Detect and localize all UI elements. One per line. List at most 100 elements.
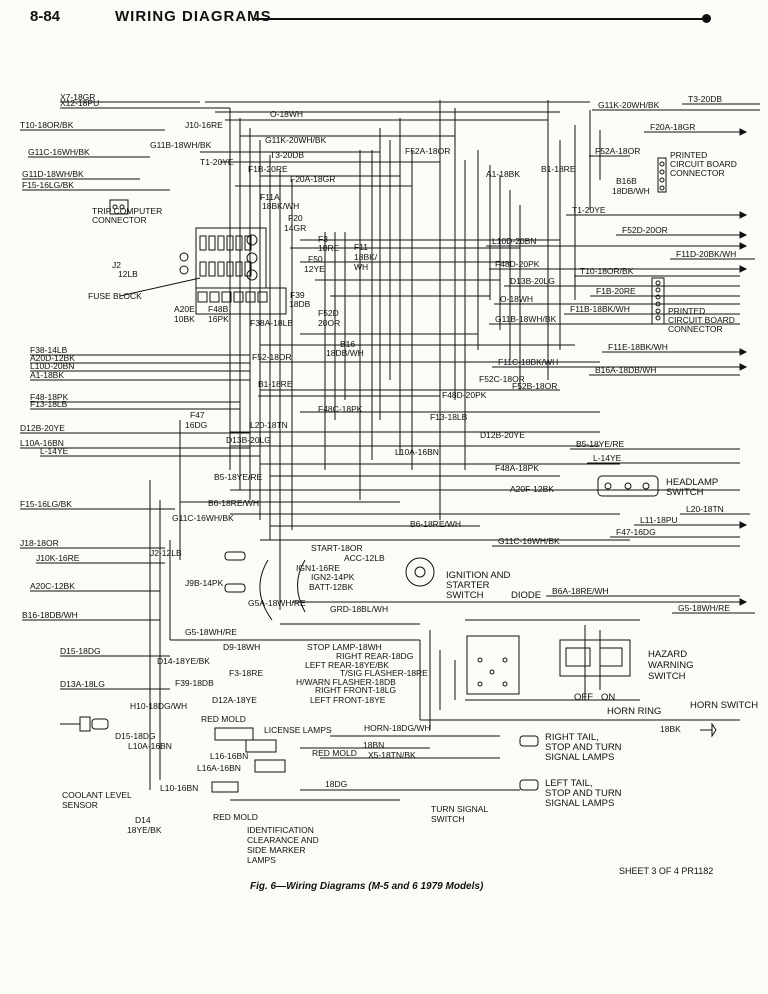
wire-label: L10D-20BN <box>30 361 74 371</box>
wire-label: LICENSE LAMPS <box>264 725 332 735</box>
horn-switch-symbol <box>700 722 717 738</box>
wire-label: RIGHT FRONT-18LG <box>315 685 396 695</box>
terminal <box>405 557 435 587</box>
wire-label: RIGHT REAR-18DG <box>336 651 413 661</box>
component-outline <box>597 475 659 497</box>
wire-label: F11C-18BK/WH <box>498 357 558 367</box>
wire-label: B16 <box>340 339 355 349</box>
wire-label: J2-12LB <box>150 548 182 558</box>
wire-label: F1B-20RE <box>248 164 288 174</box>
wire-label: H10-18DG/WH <box>130 701 187 711</box>
terminal <box>655 315 661 321</box>
wire-label: L16A-16BN <box>197 763 241 773</box>
terminal <box>179 252 189 262</box>
terminal <box>502 657 508 663</box>
wire-label: DIODE <box>511 590 541 601</box>
wire-label: T/SIG FLASHER-18RE <box>340 668 428 678</box>
wire-label: L10D-20BN <box>492 236 536 246</box>
wire-label: 18BK/ <box>354 252 378 262</box>
wire-label: D13A-18LG <box>60 679 105 689</box>
wire-label: WH <box>354 262 368 272</box>
wire-label: A20F-12BK <box>510 484 554 494</box>
wire-label: L-14YE <box>40 446 69 456</box>
wire-label: G11C-16WH/BK <box>172 513 234 523</box>
wire-label: A1-18BK <box>486 169 520 179</box>
terminal <box>246 269 258 281</box>
component-outline <box>208 235 216 251</box>
wire-label: 12LB <box>118 269 138 279</box>
wire-label: F50 <box>308 254 323 264</box>
component-outline <box>199 261 207 277</box>
component-outline <box>79 716 91 732</box>
wire-label: 12YE <box>304 264 325 274</box>
wire-label: F47 <box>190 410 205 420</box>
wire-label: L20-18TN <box>686 504 724 514</box>
wire-label: G11B-18WH/BK <box>150 140 212 150</box>
wire-label: T3-20DB <box>688 94 722 104</box>
wire-label: D12B-20YE <box>480 430 525 440</box>
terminal <box>489 669 495 675</box>
wire-label: A1-18BK <box>30 370 64 380</box>
wire-label: X7-18GR <box>60 92 95 102</box>
wire-label: F15-16LG/BK <box>20 499 72 509</box>
wire-label: F39 <box>290 290 305 300</box>
terminal <box>659 177 665 183</box>
wire-label: G11D-18WH/BK <box>22 169 84 179</box>
ignition-harness <box>259 559 273 621</box>
wire-label: J10-16RE <box>185 120 223 130</box>
component-outline <box>245 739 277 753</box>
terminal <box>655 294 661 300</box>
wire-label: F52D <box>318 308 339 318</box>
wire-label: F47-16DG <box>616 527 656 537</box>
arrow-head <box>739 521 748 529</box>
wire-label: F52C-18OR <box>479 374 525 384</box>
component-outline <box>254 759 286 773</box>
wire-label: D15-18DG <box>60 646 101 656</box>
component-outline <box>245 291 256 303</box>
component-outline <box>226 261 234 277</box>
wire-label: GRD-18BL/WH <box>330 604 388 614</box>
wire-label: L-14YE <box>593 453 622 463</box>
wire-label: F48C-18PK <box>318 404 363 414</box>
component-outline <box>217 261 225 277</box>
wire-label: H/WARN FLASHER-18DB <box>296 677 396 687</box>
terminal <box>655 287 661 293</box>
component-outline <box>214 727 254 741</box>
wire-label: F20A-18GR <box>650 122 695 132</box>
wire-label: IGN1-16RE <box>296 563 340 573</box>
wire-label: T3-20DB <box>270 150 304 160</box>
terminal <box>119 204 125 210</box>
wire-label: B5-18YE/RE <box>576 439 625 449</box>
arrow-head <box>739 242 748 250</box>
wire-label: F48A-18PK <box>495 463 539 473</box>
wire-label: RED MOLD <box>201 714 246 724</box>
component-outline <box>211 781 239 793</box>
terminal <box>655 301 661 307</box>
terminal <box>604 482 612 490</box>
page-title: WIRING DIAGRAMS <box>115 8 272 25</box>
wire-label: G11B-18WH/BK <box>495 314 557 324</box>
wire-label: HORN RING <box>607 706 661 717</box>
wire-label: F20 <box>288 213 303 223</box>
component-outline <box>651 277 665 325</box>
wire-label: T1-20YE <box>200 157 234 167</box>
terminal <box>477 657 483 663</box>
wire-label: LEFT FRONT-18YE <box>310 695 386 705</box>
wire-label: L11-18PU <box>640 515 678 525</box>
component-outline <box>233 291 244 303</box>
header-bullet <box>702 14 711 23</box>
wire-label: F11E-18BK/WH <box>608 342 668 352</box>
wire-label: G11K-20WH/BK <box>265 135 327 145</box>
terminal <box>642 482 650 490</box>
component-outline <box>244 261 252 277</box>
ignition-harness <box>297 559 306 613</box>
component-outline <box>224 551 246 561</box>
horn-switch-label: HORN SWITCH <box>690 700 758 711</box>
